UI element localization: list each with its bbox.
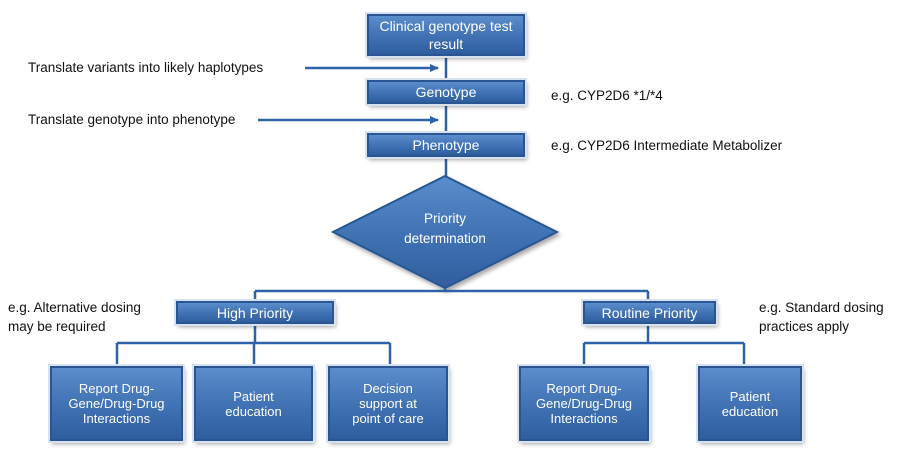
genotype-node: Genotype — [365, 78, 527, 106]
priority-determination-label: Priority determination — [404, 211, 486, 246]
phenotype-example-note: e.g. CYP2D6 Intermediate Metabolizer — [551, 138, 783, 153]
translate-genotype-note: Translate genotype into phenotype — [28, 112, 236, 127]
routine-report-interactions-node: Report Drug- Gene/Drug-Drug Interactions — [517, 364, 651, 443]
phenotype-node: Phenotype — [365, 131, 527, 159]
high-priority-example-note: e.g. Alternative dosing may be required — [8, 300, 141, 334]
routine-patient-education-node: Patient education — [696, 364, 804, 443]
translate-variants-note: Translate variants into likely haplotype… — [28, 60, 264, 75]
genotype-example-note: e.g. CYP2D6 *1/*4 — [551, 88, 663, 103]
routine-priority-node: Routine Priority — [581, 299, 718, 326]
clinical-genotype-test-result-node: Clinical genotype test result — [365, 12, 527, 58]
high-decision-support-node: Decision support at point of care — [326, 364, 450, 443]
high-priority-node: High Priority — [174, 299, 336, 326]
high-report-interactions-node: Report Drug- Gene/Drug-Drug Interactions — [48, 364, 185, 443]
routine-priority-example-note: e.g. Standard dosing practices apply — [759, 300, 884, 334]
high-patient-education-node: Patient education — [192, 364, 315, 443]
